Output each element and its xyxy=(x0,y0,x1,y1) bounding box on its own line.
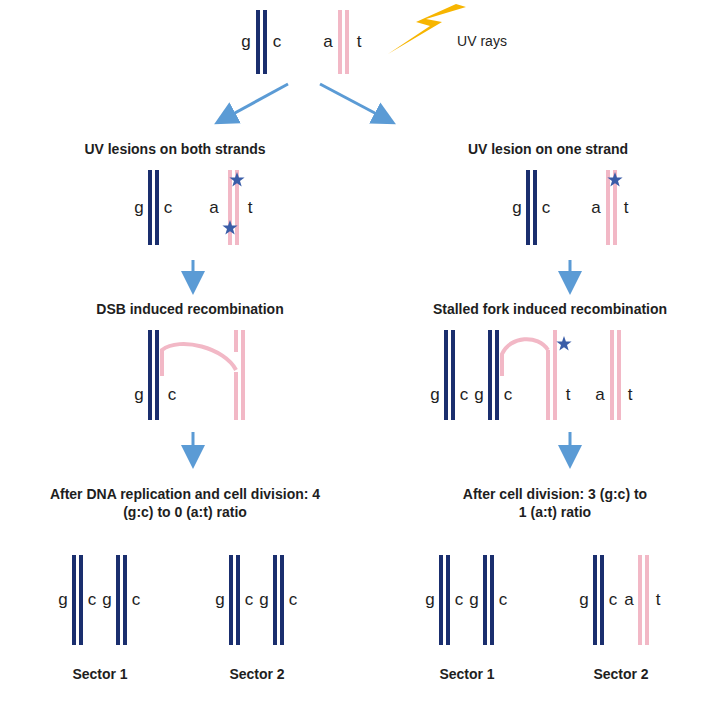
base-letter: c xyxy=(273,31,282,52)
base-letter: g xyxy=(102,589,111,610)
base-letter: g xyxy=(579,589,588,610)
base-letter: t xyxy=(624,197,629,218)
ratio-note: After DNA replication and cell division:… xyxy=(35,486,335,521)
base-letter: c xyxy=(460,384,469,405)
base-letter: c xyxy=(164,197,173,218)
base-letter: g xyxy=(474,384,483,405)
sector-label: Sector 2 xyxy=(229,666,284,684)
base-letter: c xyxy=(245,589,254,610)
base-letter: g xyxy=(134,384,143,405)
sector-label: Sector 1 xyxy=(439,666,494,684)
base-letter: c xyxy=(168,384,177,405)
step-heading: UV lesions on both strands xyxy=(84,141,265,159)
ratio-note: After cell division: 3 (g:c) to 1 (a:t) … xyxy=(460,486,650,521)
base-letter: t xyxy=(248,197,253,218)
base-letter: g xyxy=(215,589,224,610)
base-letter: t xyxy=(357,31,362,52)
base-letter: c xyxy=(609,589,618,610)
base-letter: c xyxy=(542,197,551,218)
base-letter: t xyxy=(566,384,571,405)
base-letter: g xyxy=(430,384,439,405)
base-letter: g xyxy=(469,589,478,610)
base-letter: t xyxy=(628,384,633,405)
base-letter: t xyxy=(656,589,661,610)
base-letter: g xyxy=(241,31,250,52)
base-letter: a xyxy=(591,197,600,218)
base-letter: g xyxy=(58,589,67,610)
base-letter: c xyxy=(88,589,97,610)
step-heading: Stalled fork induced recombination xyxy=(433,301,667,319)
base-letter: g xyxy=(134,197,143,218)
sector-label: Sector 2 xyxy=(593,666,648,684)
base-letter: a xyxy=(595,384,604,405)
base-letter: g xyxy=(425,589,434,610)
base-letter: g xyxy=(259,589,268,610)
base-letter: c xyxy=(132,589,141,610)
step-heading: DSB induced recombination xyxy=(96,301,283,319)
base-letter: c xyxy=(504,384,513,405)
uv-label: UV rays xyxy=(457,33,507,51)
base-letter: a xyxy=(323,31,332,52)
base-letter: a xyxy=(209,197,218,218)
base-letter: c xyxy=(455,589,464,610)
step-heading: UV lesion on one strand xyxy=(468,141,628,159)
sector-label: Sector 1 xyxy=(72,666,127,684)
base-letter: g xyxy=(512,197,521,218)
base-letter: c xyxy=(289,589,298,610)
base-letter: a xyxy=(624,589,633,610)
base-letter: c xyxy=(499,589,508,610)
